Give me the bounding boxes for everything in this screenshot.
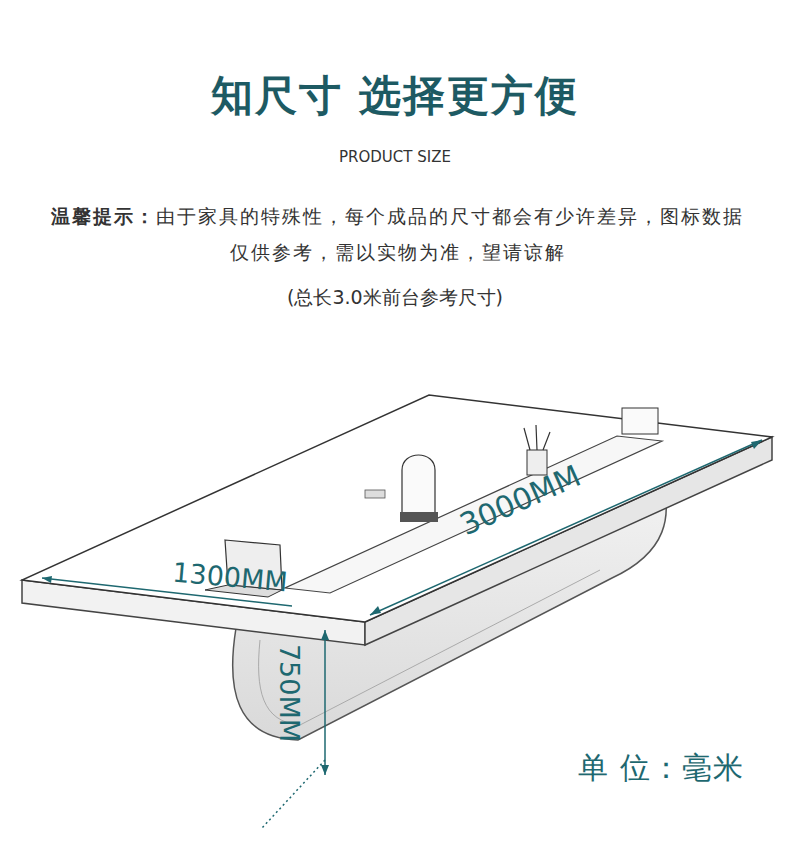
subtitle: PRODUCT SIZE (0, 148, 790, 166)
tip-text: 由于家具的特殊性，每个成品的尺寸都会有少许差异，图标数据仅供参考，需以实物为准，… (156, 205, 744, 263)
dimension-lines (42, 440, 762, 828)
socket (365, 490, 385, 498)
tip-heading: 温馨提示： (51, 205, 156, 227)
lamp-base (400, 512, 438, 522)
note: (总长3.0米前台参考尺寸) (0, 285, 790, 311)
page-title: 知尺寸 选择更方便 (0, 68, 790, 124)
unit-note: 单 位：毫米 (578, 748, 744, 789)
dimension-label: 750MM (274, 644, 305, 742)
tip-block: 温馨提示：由于家具的特殊性，每个成品的尺寸都会有少许差异，图标数据仅供参考，需以… (45, 198, 750, 270)
plant (524, 425, 550, 450)
lamp (402, 455, 435, 518)
desk-top (22, 395, 772, 622)
desk-sign (622, 408, 658, 434)
